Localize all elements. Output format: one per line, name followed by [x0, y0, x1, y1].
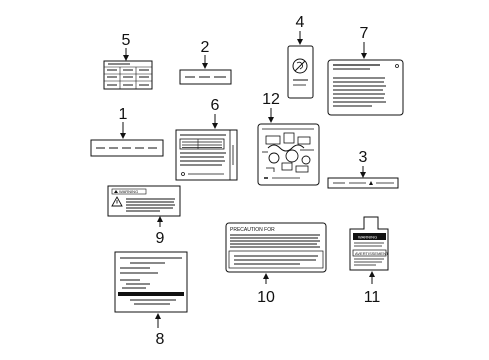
- label-3[interactable]: 3: [327, 149, 399, 189]
- caution-text-11: AVERTISSEMENT: [355, 251, 389, 256]
- callout-8: 8: [156, 331, 165, 348]
- callout-1: 1: [119, 106, 128, 123]
- label-7[interactable]: 7: [327, 25, 404, 116]
- label-10[interactable]: PRECAUTION FOR 10: [225, 222, 327, 306]
- warning-text-9: WARNING: [119, 189, 138, 194]
- callout-9: 9: [156, 230, 165, 247]
- callout-5: 5: [122, 32, 131, 49]
- callout-12: 12: [262, 91, 280, 108]
- callout-11: 11: [364, 289, 381, 306]
- label-8[interactable]: 8: [114, 251, 188, 348]
- callout-10: 10: [257, 289, 275, 306]
- label-6[interactable]: 6: [175, 97, 238, 181]
- label-11[interactable]: WARNING AVERTISSEMENT 11: [349, 216, 389, 306]
- callout-7: 7: [360, 25, 369, 42]
- label-12[interactable]: 12: [257, 91, 320, 186]
- label-1[interactable]: 1: [90, 106, 164, 157]
- label-5[interactable]: 5: [103, 32, 153, 90]
- label-2[interactable]: 2: [179, 39, 232, 85]
- label-4[interactable]: 4: [287, 14, 314, 99]
- callout-4: 4: [296, 14, 305, 31]
- callout-3: 3: [359, 149, 368, 166]
- precaution-text-10: PRECAUTION FOR: [230, 227, 275, 233]
- callout-2: 2: [201, 39, 210, 56]
- warning-text-11: WARNING: [358, 235, 377, 240]
- label-9[interactable]: WARNING 9: [107, 185, 181, 247]
- callout-6: 6: [211, 97, 220, 114]
